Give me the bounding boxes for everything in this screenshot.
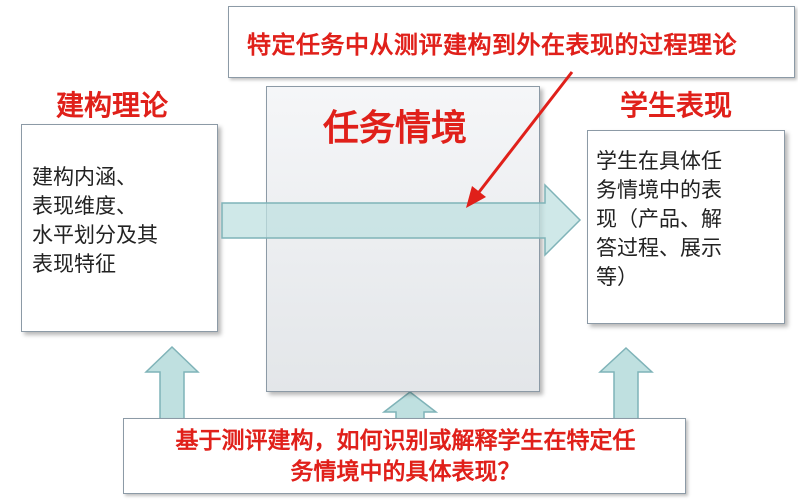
center-panel-title: 任务情境 xyxy=(323,108,468,149)
left-panel-line: 建构内涵、 xyxy=(32,165,137,189)
right-panel-line: 答过程、展示 xyxy=(596,236,722,260)
right-panel-line: 现（产品、解 xyxy=(596,207,722,231)
left-panel-box: 建构内涵、 表现维度、 水平划分及其 表现特征 xyxy=(21,124,218,332)
center-panel-box: 任务情境 xyxy=(266,86,540,392)
bottom-question-box: 基于测评建构，如何识别或解释学生在特定任 务情境中的具体表现？ xyxy=(123,418,686,494)
top-callout-text: 特定任务中从测评建构到外在表现的过程理论 xyxy=(247,30,737,59)
red-pointer-arrow-line xyxy=(474,71,574,197)
bottom-question-line: 务情境中的具体表现？ xyxy=(290,458,521,485)
left-panel-text: 建构内涵、 表现维度、 水平划分及其 表现特征 xyxy=(32,163,158,279)
right-panel-line: 务情境中的表 xyxy=(596,178,722,202)
left-panel-line: 表现维度、 xyxy=(32,194,137,218)
left-panel-title: 建构理论 xyxy=(56,89,169,122)
left-panel-line: 表现特征 xyxy=(32,252,116,276)
right-panel-line: 等） xyxy=(596,265,638,289)
right-panel-text: 学生在具体任 务情境中的表 现（产品、解 答过程、展示 等） xyxy=(596,147,722,292)
right-panel-box: 学生在具体任 务情境中的表 现（产品、解 答过程、展示 等） xyxy=(587,130,785,324)
right-panel-line: 学生在具体任 xyxy=(596,149,722,173)
top-callout-box: 特定任务中从测评建构到外在表现的过程理论 xyxy=(228,6,795,78)
main-right-arrow xyxy=(221,183,582,257)
red-pointer-arrow-head xyxy=(466,186,486,208)
left-panel-line: 水平划分及其 xyxy=(32,223,158,247)
bottom-question-text: 基于测评建构，如何识别或解释学生在特定任 务情境中的具体表现？ xyxy=(124,425,687,487)
bottom-question-line: 基于测评建构，如何识别或解释学生在特定任 xyxy=(175,427,636,454)
right-panel-title: 学生表现 xyxy=(620,89,733,122)
